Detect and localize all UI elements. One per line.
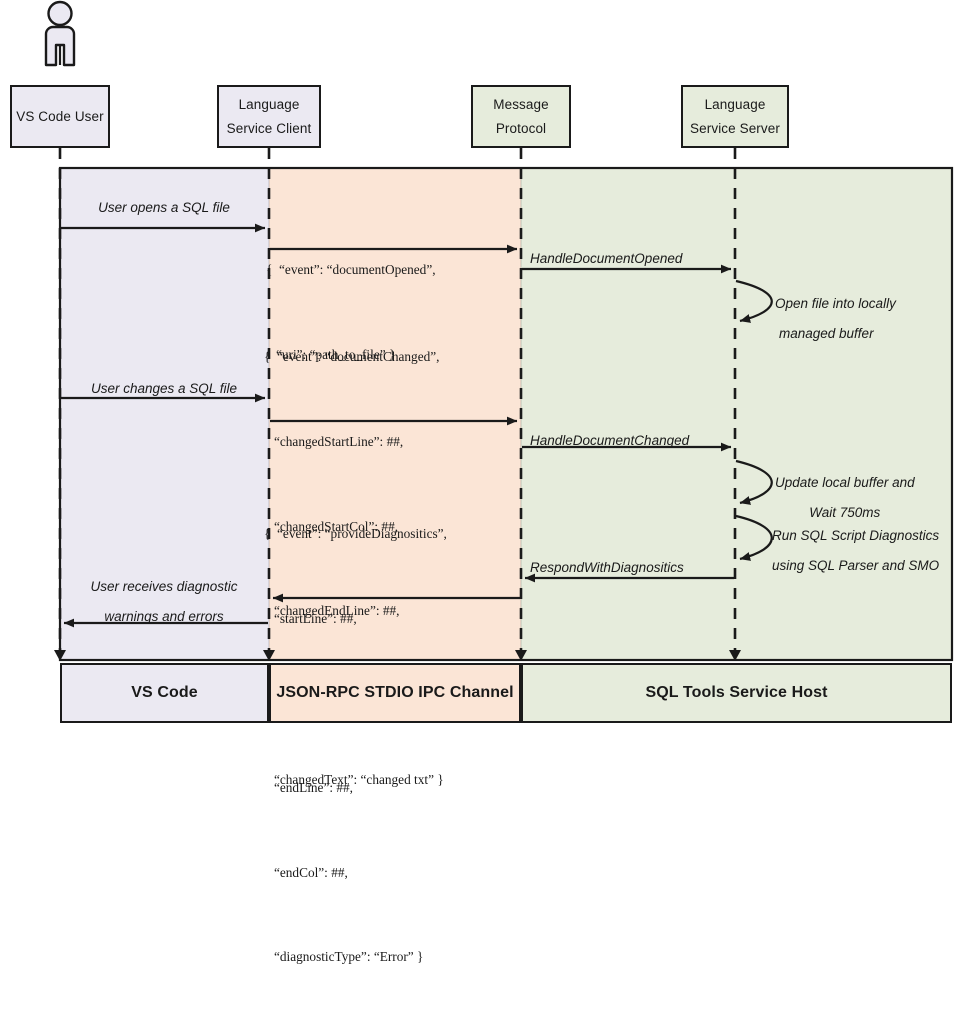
participant-box-language-service-server[interactable]: Language Service Server	[681, 85, 789, 148]
participant-box-vs-code-user[interactable]: VS Code User	[10, 85, 110, 148]
self-note-line1: Run SQL Script Diagnostics	[772, 528, 940, 543]
footer-band-label: SQL Tools Service Host	[645, 684, 828, 701]
message-label-handle-document-opened: HandleDocumentOpened	[530, 251, 683, 266]
vs-code-user-actor-icon	[44, 0, 76, 67]
footer-band-sql-tools-host[interactable]: SQL Tools Service Host	[521, 663, 952, 723]
participant-label-line2: Service Client	[226, 120, 312, 136]
json-line: { “event”: “documentChanged”,	[264, 349, 440, 365]
json-payload-provide-diagnositics: { “event”: “provideDiagnositics”, “start…	[264, 464, 447, 1028]
self-note-line2: Wait 750ms	[809, 504, 881, 520]
json-line: “changedStartLine”: ##,	[264, 433, 404, 449]
self-note-open-file: Open file into locally managed buffer	[775, 289, 896, 348]
json-line: “changedEndLine”: ##,	[264, 603, 400, 619]
self-note-line2: managed buffer	[779, 325, 874, 341]
message-label-line1: User receives diagnostic	[90, 579, 238, 594]
lifeline-terminators	[54, 650, 741, 661]
json-line: “uri”: “path_to_file” }	[266, 346, 396, 362]
participant-label-line2: Service Server	[690, 120, 780, 136]
json-line: “startLine”: ##,	[264, 610, 357, 626]
lifelines	[58, 148, 737, 652]
self-loop-run-diagnostics	[735, 514, 773, 561]
footer-band-label: JSON-RPC STDIO IPC Channel	[276, 684, 514, 701]
self-note-line2: using SQL Parser and SMO	[772, 557, 940, 573]
message-label-handle-document-changed: HandleDocumentChanged	[530, 433, 690, 448]
self-loop-open-file	[735, 279, 773, 323]
json-line: { “event”: “documentOpened”,	[266, 262, 436, 278]
participant-box-language-service-client[interactable]: Language Service Client	[217, 85, 321, 148]
json-line: “diagnosticType”: “Error” }	[264, 949, 424, 965]
participant-label-line1: Message	[493, 97, 549, 113]
diagram-vector-layer	[44, 0, 954, 662]
footer-band-json-rpc[interactable]: JSON-RPC STDIO IPC Channel	[269, 663, 521, 723]
participant-label-line1: VS Code User	[16, 108, 104, 124]
self-loop-update-buffer	[735, 459, 773, 505]
footer-band-vs-code[interactable]: VS Code	[60, 663, 269, 723]
message-label-line2: warnings and errors	[104, 609, 224, 625]
json-line: “endLine”: ##,	[264, 780, 353, 796]
json-line: “changedStartCol”: ##,	[264, 518, 399, 534]
self-note-line1: Update local buffer and	[775, 475, 915, 490]
json-line: { “event”: “provideDiagnositics”,	[264, 526, 447, 542]
participant-label-line1: Language	[704, 97, 766, 113]
sequence-diagram-canvas: VS Code User Language Service Client Mes…	[10, 0, 954, 964]
message-label-user-receives-diagnostics: User receives diagnostic warnings and er…	[60, 572, 268, 633]
self-note-run-diagnostics: Run SQL Script Diagnostics using SQL Par…	[772, 521, 939, 580]
footer-band-label: VS Code	[131, 684, 198, 701]
message-label-respond-with-diagnositics: RespondWithDiagnositics	[530, 560, 684, 575]
self-note-update-buffer: Update local buffer and Wait 750ms	[775, 468, 915, 527]
message-label-user-opens-sql-file: User opens a SQL file	[98, 200, 230, 215]
participant-label-line2: Protocol	[495, 120, 547, 136]
message-label-user-changes-sql-file: User changes a SQL file	[90, 381, 238, 396]
participant-label-line1: Language	[238, 97, 300, 113]
json-payload-document-opened: { “event”: “documentOpened”, “uri”: “pat…	[266, 200, 436, 426]
json-line: “endCol”: ##,	[264, 864, 348, 880]
self-note-line1: Open file into locally	[775, 296, 896, 311]
participant-box-message-protocol[interactable]: Message Protocol	[471, 85, 571, 148]
